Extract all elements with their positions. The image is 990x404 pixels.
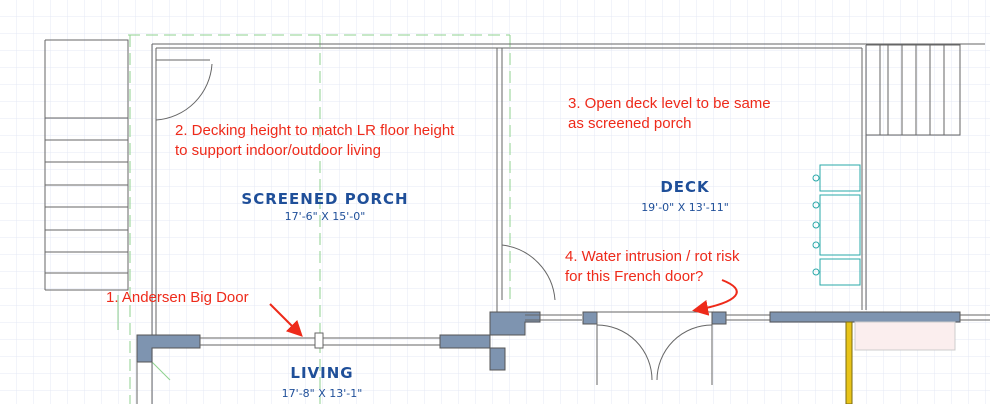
annotation-3-line1: 3. Open deck level to be same	[568, 95, 771, 112]
annotation-2-line2: to support indoor/outdoor living	[175, 142, 381, 159]
room-name: LIVING	[290, 364, 353, 382]
house-walls	[136, 311, 990, 404]
room-dimensions: 17'-6" X 15'-0"	[285, 210, 366, 223]
deck-furniture	[812, 164, 861, 286]
annotation-4-arrow	[692, 279, 738, 316]
room-name: DECK	[660, 178, 710, 196]
annotation-3-line2: as screened porch	[568, 115, 691, 132]
room-label-deck: DECK 19'-0" X 13'-11"	[641, 178, 729, 214]
room-name: SCREENED PORCH	[241, 190, 408, 208]
annotation-4-line2: for this French door?	[565, 268, 703, 285]
room-dimensions: 19'-0" X 13'-11"	[641, 201, 729, 214]
room-label-screened-porch: SCREENED PORCH 17'-6" X 15'-0"	[241, 190, 408, 223]
right-stairs	[866, 44, 961, 136]
room-dimensions: 17'-8" X 13'-1"	[282, 387, 363, 400]
annotation-1: 1. Andersen Big Door	[106, 289, 249, 306]
room-label-living: LIVING 17'-8" X 13'-1"	[282, 364, 363, 400]
exterior-walls	[151, 43, 985, 335]
annotation-1-arrow	[269, 303, 303, 337]
annotation-4-line1: 4. Water intrusion / rot risk	[565, 248, 740, 265]
left-stairs	[44, 39, 129, 291]
annotation-2-line1: 2. Decking height to match LR floor heig…	[175, 122, 455, 139]
